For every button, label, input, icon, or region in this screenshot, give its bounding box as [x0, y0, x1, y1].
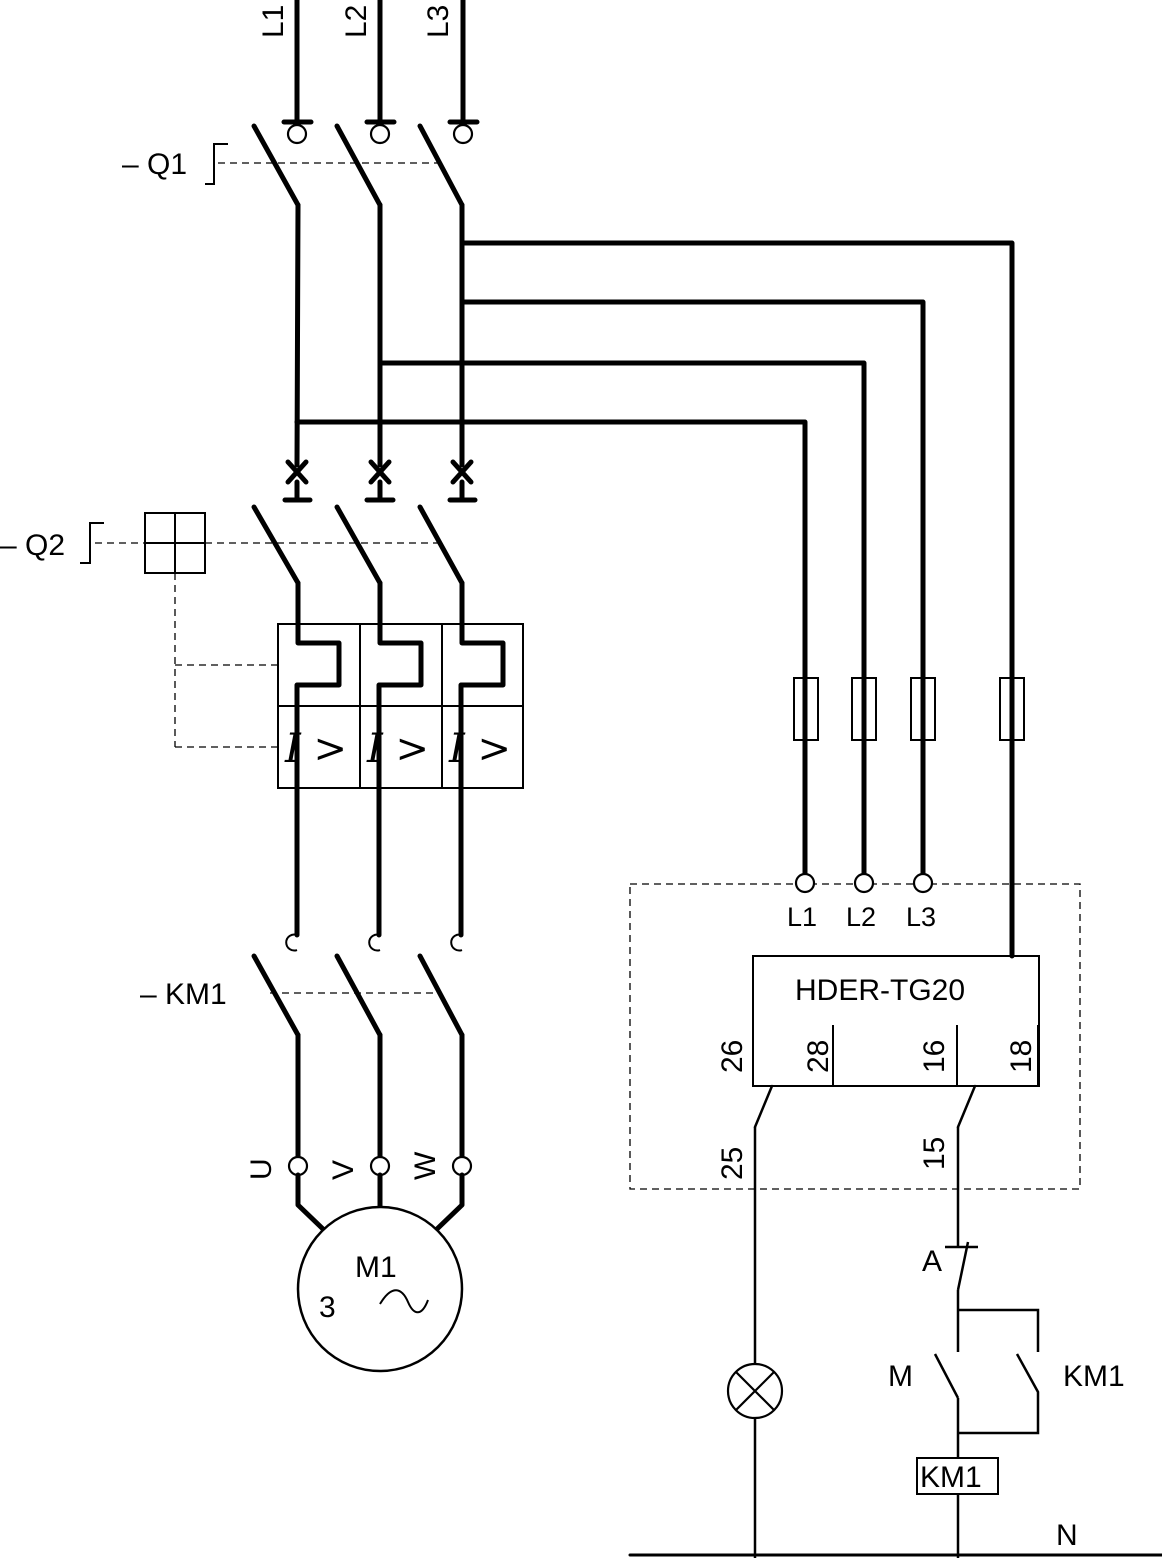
motor-breaker-q2: – Q2 I > I > I > [0, 459, 524, 873]
relay-enclosure [629, 883, 1081, 1190]
motor-terminal-u: U [245, 1158, 278, 1180]
supply-label-l2: L2 [340, 5, 373, 38]
relay-input-l2: L2 [846, 902, 876, 932]
control-circuit: A M KM1 KM1 N [628, 1127, 1162, 1558]
relay-contact-26: 26 [716, 1040, 749, 1073]
supply-lines: L1 L2 L3 [257, 0, 480, 145]
motor-breaker-label: – Q2 [0, 529, 65, 562]
ac-symbol-icon [379, 1289, 429, 1314]
neutral-label: N [1056, 1519, 1078, 1552]
motor-name: M1 [355, 1251, 397, 1284]
phase-wiring [294, 202, 1015, 959]
main-switch-q1: – Q1 [122, 123, 465, 208]
stop-button-label: A [922, 1245, 942, 1278]
trip-symbol-l3: I > [448, 726, 511, 772]
fuse-icon [793, 677, 819, 741]
motor-terminal-v: V [327, 1160, 360, 1180]
contactor-km1: – KM1 [140, 867, 465, 1160]
relay-contact-28: 28 [802, 1040, 835, 1073]
contactor-label: – KM1 [140, 978, 227, 1011]
fuse-icon [910, 677, 936, 741]
trip-symbol-l1: I > [284, 726, 347, 772]
motor-m1: U V W M1 3 [245, 1151, 473, 1373]
motor-phase: 3 [319, 1291, 336, 1324]
fuse-icon [851, 677, 877, 741]
relay-contact-16: 16 [918, 1040, 951, 1073]
coil-label: KM1 [920, 1461, 982, 1494]
supply-label-l3: L3 [422, 5, 455, 38]
motor-terminal-w: W [409, 1151, 442, 1180]
relay-contact-18: 18 [1005, 1040, 1038, 1073]
relay-input-l3: L3 [906, 902, 936, 932]
relay-contact-25: 25 [716, 1147, 749, 1180]
main-switch-label: – Q1 [122, 148, 187, 181]
fuses [793, 677, 1025, 741]
supply-label-l1: L1 [257, 5, 290, 38]
relay-contact-15: 15 [918, 1137, 951, 1170]
relay-input-l1: L1 [787, 902, 817, 932]
holding-contact-label: KM1 [1063, 1360, 1125, 1393]
indicator-lamp-icon [726, 1362, 784, 1420]
relay-hder-tg20: L1 L2 L3 HDER-TG20 26 28 16 18 25 15 [629, 872, 1081, 1190]
relay-model: HDER-TG20 [795, 974, 965, 1007]
trip-symbol-l2: I > [366, 726, 429, 772]
start-button-label: M [888, 1360, 913, 1393]
fuse-icon [999, 677, 1025, 741]
